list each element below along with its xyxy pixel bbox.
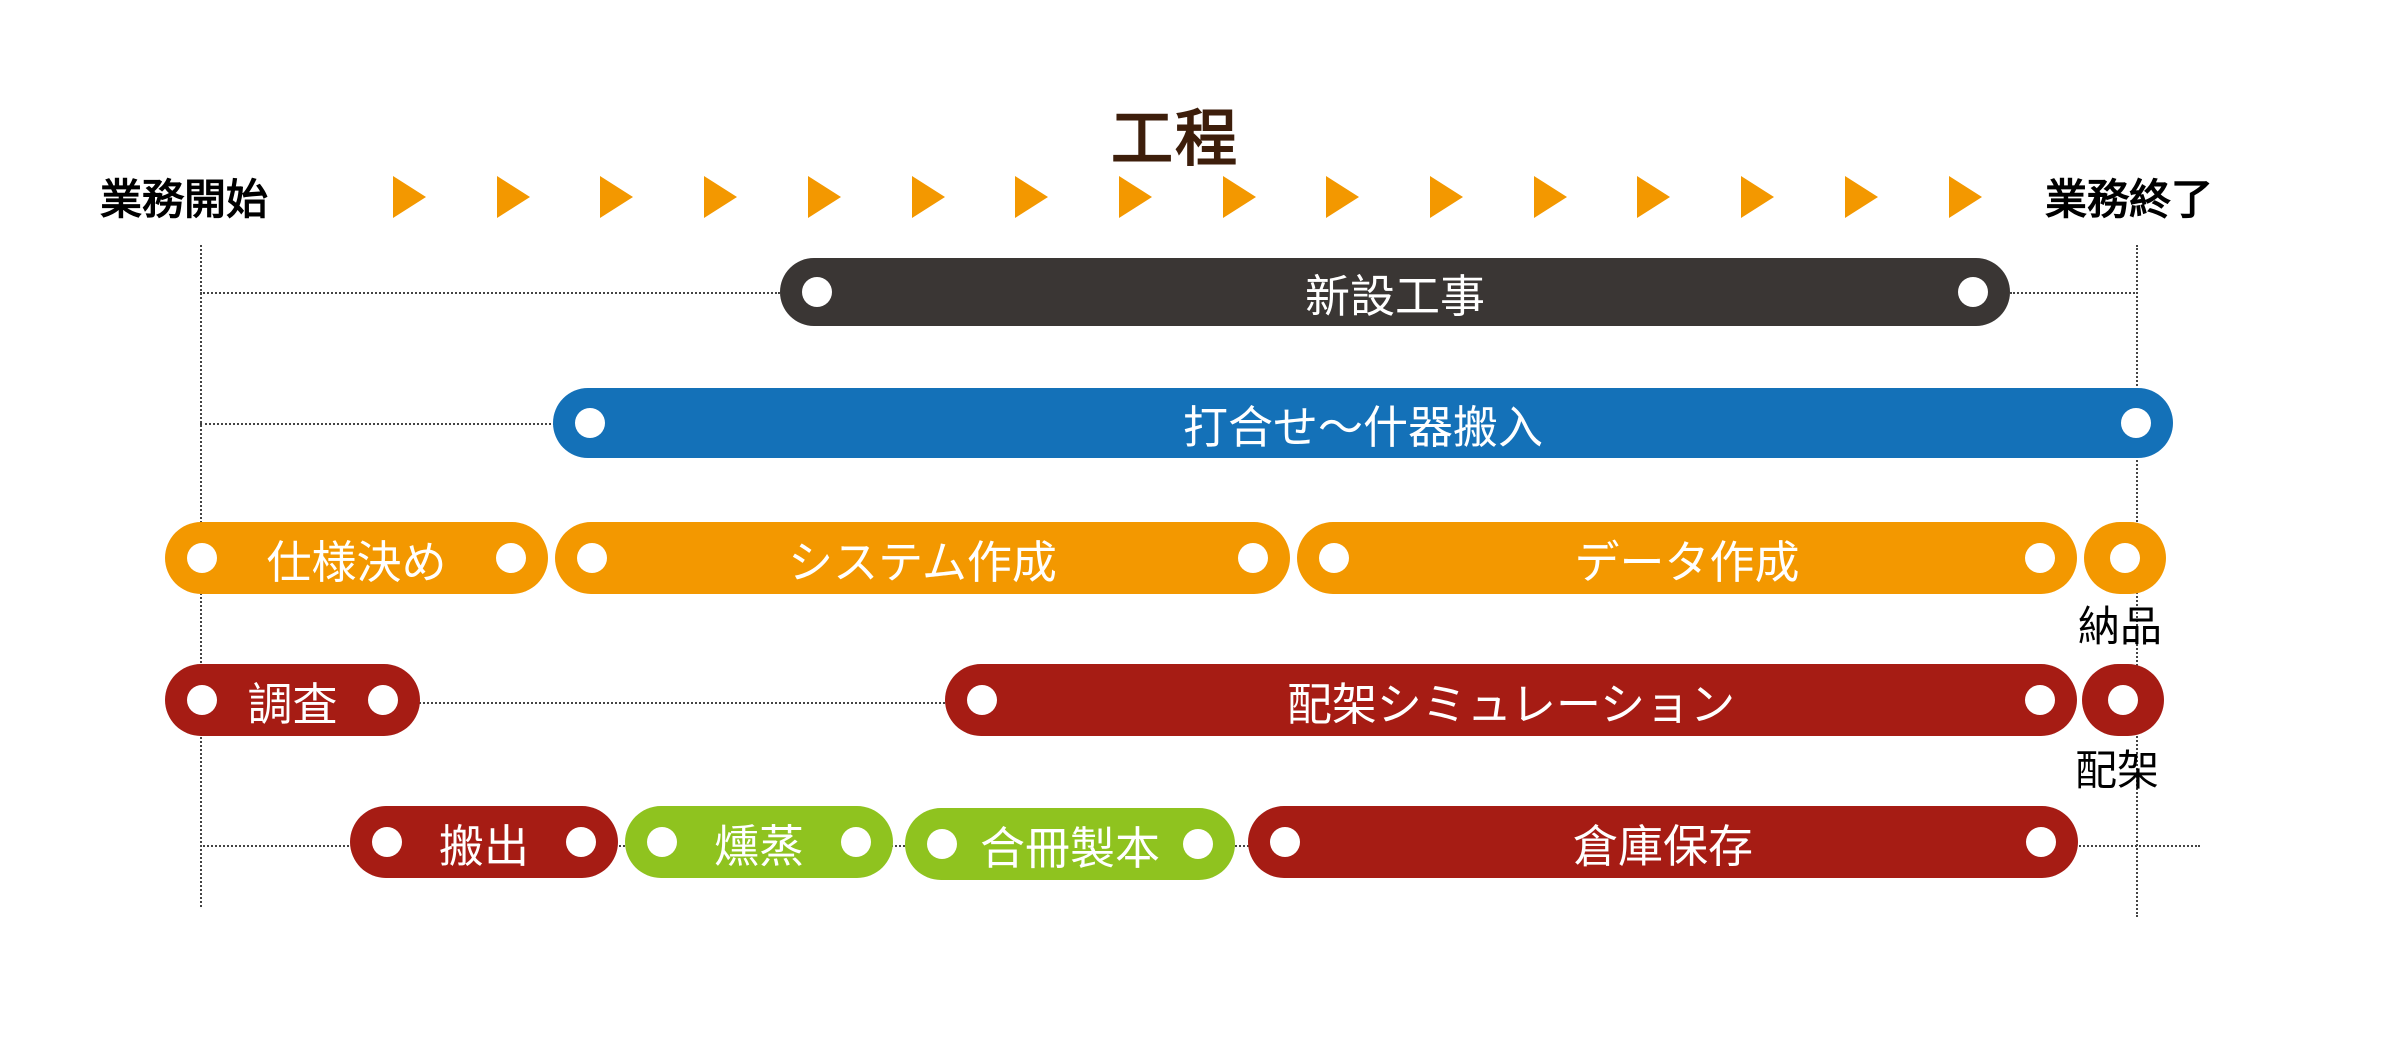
task-bar-survey: 調査 <box>165 664 420 736</box>
task-label: 仕様決め <box>266 535 447 589</box>
start-dot <box>577 543 607 573</box>
connector-line <box>200 292 780 294</box>
milestone-label-delivery: 納品 <box>2078 602 2163 651</box>
task-label: 搬出 <box>438 819 529 873</box>
timeline-arrow <box>1326 176 1359 218</box>
end-dot <box>1958 277 1988 307</box>
task-bar-shelving-simulation: 配架シミュレーション <box>945 664 2077 736</box>
timeline-arrow <box>808 176 841 218</box>
task-label: システム作成 <box>788 535 1057 589</box>
task-label: 倉庫保存 <box>1572 819 1753 873</box>
start-dot <box>802 277 832 307</box>
start-dot <box>1319 543 1349 573</box>
end-dot <box>841 827 871 857</box>
timeline-arrow <box>1741 176 1774 218</box>
connector-line <box>200 423 555 425</box>
end-dot <box>2025 543 2055 573</box>
start-dot <box>967 685 997 715</box>
start-dot <box>647 827 677 857</box>
end-dot <box>368 685 398 715</box>
timeline-arrow <box>1119 176 1152 218</box>
end-dot <box>496 543 526 573</box>
timeline-arrow <box>1637 176 1670 218</box>
milestone-dot <box>2110 543 2140 573</box>
milestone-delivery <box>2084 522 2166 594</box>
task-bar-binding: 合冊製本 <box>905 808 1235 880</box>
task-bar-system-creation: システム作成 <box>555 522 1290 594</box>
task-label: 打合せ～什器搬入 <box>1182 400 1543 454</box>
end-dot <box>1238 543 1268 573</box>
task-label: データ作成 <box>1574 535 1800 589</box>
end-dot <box>2026 827 2056 857</box>
task-bar-data-creation: データ作成 <box>1297 522 2077 594</box>
end-label: 業務終了 <box>2045 175 2214 224</box>
timeline-arrow <box>497 176 530 218</box>
end-dot <box>2121 408 2151 438</box>
timeline-arrow <box>1534 176 1567 218</box>
task-bar-specification: 仕様決め <box>165 522 548 594</box>
start-dot <box>575 408 605 438</box>
connector-line <box>415 702 945 704</box>
start-dot <box>372 827 402 857</box>
task-label: 合冊製本 <box>979 821 1160 875</box>
task-label: 調査 <box>247 677 338 731</box>
milestone-shelving <box>2082 664 2164 736</box>
milestone-dot <box>2108 685 2138 715</box>
timeline-arrow <box>704 176 737 218</box>
connector-line <box>2010 292 2138 294</box>
timeline-arrow <box>600 176 633 218</box>
end-dot <box>566 827 596 857</box>
task-bar-fumigation: 燻蒸 <box>625 806 893 878</box>
task-bar-removal: 搬出 <box>350 806 618 878</box>
start-dot <box>927 829 957 859</box>
start-dot <box>187 543 217 573</box>
task-label: 燻蒸 <box>713 819 804 873</box>
start-dot <box>187 685 217 715</box>
timeline-arrow <box>1015 176 1048 218</box>
timeline-arrow <box>1845 176 1878 218</box>
start-label: 業務開始 <box>100 175 269 224</box>
milestone-label-shelving: 配架 <box>2075 746 2160 795</box>
task-bar-warehouse-storage: 倉庫保存 <box>1248 806 2078 878</box>
diagram-title: 工程 <box>1110 102 1239 175</box>
task-label: 配架シミュレーション <box>1286 677 1736 731</box>
timeline-arrow <box>1949 176 1982 218</box>
timeline-arrow <box>1430 176 1463 218</box>
task-bar-meeting-to-delivery: 打合せ～什器搬入 <box>553 388 2173 458</box>
timeline-arrow <box>912 176 945 218</box>
end-dot <box>2025 685 2055 715</box>
start-dot <box>1270 827 1300 857</box>
task-bar-new-construction: 新設工事 <box>780 258 2010 326</box>
end-dot <box>1183 829 1213 859</box>
timeline-arrow <box>1223 176 1256 218</box>
task-label: 新設工事 <box>1304 269 1485 323</box>
timeline-arrow <box>393 176 426 218</box>
